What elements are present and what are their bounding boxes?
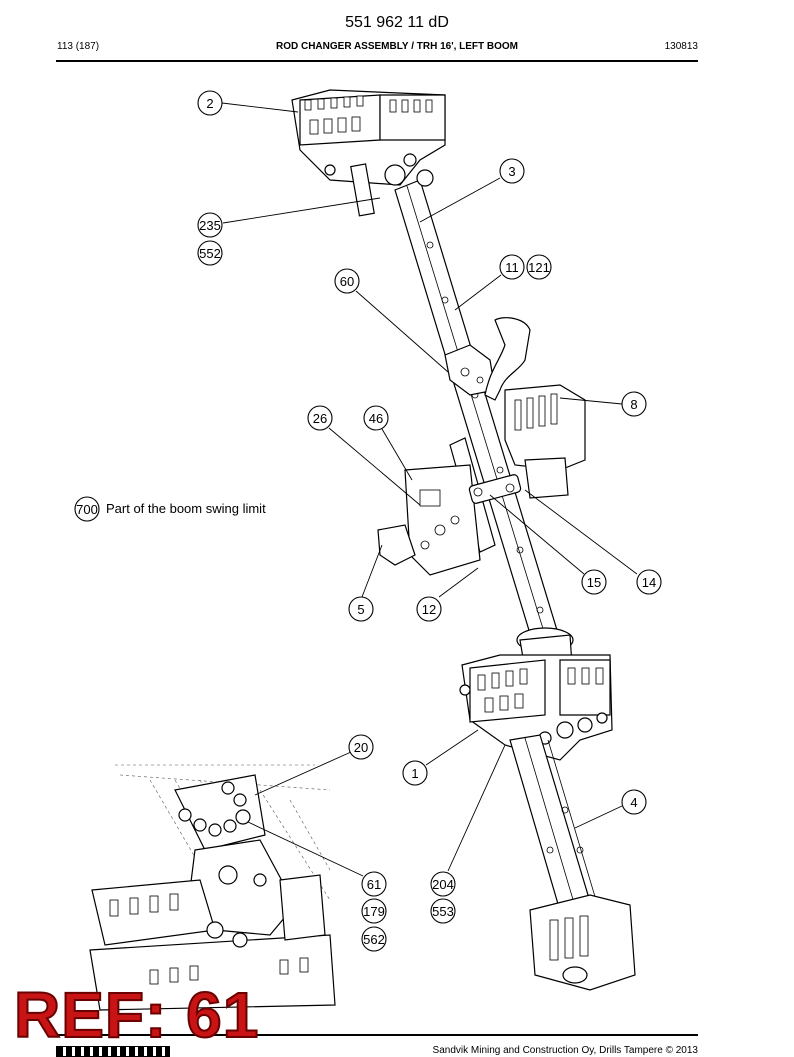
svg-text:20: 20 bbox=[354, 740, 368, 755]
pivot-joint bbox=[468, 474, 522, 504]
callout-8: 8 bbox=[621, 391, 647, 417]
svg-text:5: 5 bbox=[357, 602, 364, 617]
callout-552: 552 bbox=[197, 240, 223, 266]
callout-553: 553 bbox=[430, 898, 456, 924]
callout-562: 562 bbox=[361, 926, 387, 952]
callout-20: 20 bbox=[348, 734, 374, 760]
callout-179: 179 bbox=[361, 898, 387, 924]
svg-text:235: 235 bbox=[199, 218, 221, 233]
bottom-gripper bbox=[529, 894, 636, 991]
svg-text:14: 14 bbox=[642, 575, 656, 590]
svg-text:179: 179 bbox=[363, 904, 385, 919]
svg-text:552: 552 bbox=[199, 246, 221, 261]
svg-text:11: 11 bbox=[505, 260, 519, 275]
svg-text:46: 46 bbox=[369, 411, 383, 426]
callout-14: 14 bbox=[636, 569, 662, 595]
callout-2: 2 bbox=[197, 90, 223, 116]
footer-divider bbox=[56, 1034, 698, 1036]
callout-60: 60 bbox=[334, 268, 360, 294]
svg-text:204: 204 bbox=[432, 877, 454, 892]
callout-26: 26 bbox=[307, 405, 333, 431]
callout-1: 1 bbox=[402, 760, 428, 786]
upper-rod-changer-unit bbox=[291, 89, 446, 217]
callout-235: 235 bbox=[197, 212, 223, 238]
svg-text:1: 1 bbox=[411, 766, 418, 781]
svg-text:4: 4 bbox=[630, 795, 637, 810]
callout-3: 3 bbox=[499, 158, 525, 184]
callout-121: 121 bbox=[526, 254, 552, 280]
svg-text:700: 700 bbox=[76, 502, 98, 517]
svg-text:26: 26 bbox=[313, 411, 327, 426]
callout-5: 5 bbox=[348, 596, 374, 622]
svg-text:2: 2 bbox=[206, 96, 213, 111]
leader-lines bbox=[221, 102, 638, 877]
swing-limit-plate bbox=[377, 437, 496, 576]
callout-61: 61 bbox=[361, 871, 387, 897]
svg-text:8: 8 bbox=[630, 397, 637, 412]
callout-15: 15 bbox=[581, 569, 607, 595]
callout-note-text: Part of the boom swing limit bbox=[106, 501, 266, 516]
header-divider bbox=[56, 60, 698, 62]
callout-700: 700 bbox=[74, 496, 100, 522]
svg-text:60: 60 bbox=[340, 274, 354, 289]
ref-label: REF: 61 bbox=[13, 979, 260, 1051]
valve-block bbox=[484, 317, 586, 499]
document-code: 130813 bbox=[664, 41, 698, 52]
page-title: ROD CHANGER ASSEMBLY / TRH 16', LEFT BOO… bbox=[275, 41, 519, 52]
lower-rod-changer-unit bbox=[459, 654, 613, 761]
document-number: 551 962 11 dD bbox=[345, 14, 449, 31]
callout-204: 204 bbox=[430, 871, 456, 897]
svg-text:121: 121 bbox=[528, 260, 550, 275]
page-number: 113 (187) bbox=[57, 41, 100, 52]
svg-text:15: 15 bbox=[587, 575, 601, 590]
svg-text:61: 61 bbox=[367, 877, 381, 892]
footer-copyright: Sandvik Mining and Construction Oy, Dril… bbox=[432, 1045, 698, 1056]
svg-text:553: 553 bbox=[432, 904, 454, 919]
callout-12: 12 bbox=[416, 596, 442, 622]
callout-4: 4 bbox=[621, 789, 647, 815]
callout-11: 11 bbox=[499, 254, 525, 280]
svg-text:12: 12 bbox=[422, 602, 436, 617]
svg-text:562: 562 bbox=[363, 932, 385, 947]
svg-text:3: 3 bbox=[508, 164, 515, 179]
detail-view bbox=[89, 764, 336, 1011]
callout-46: 46 bbox=[363, 405, 389, 431]
